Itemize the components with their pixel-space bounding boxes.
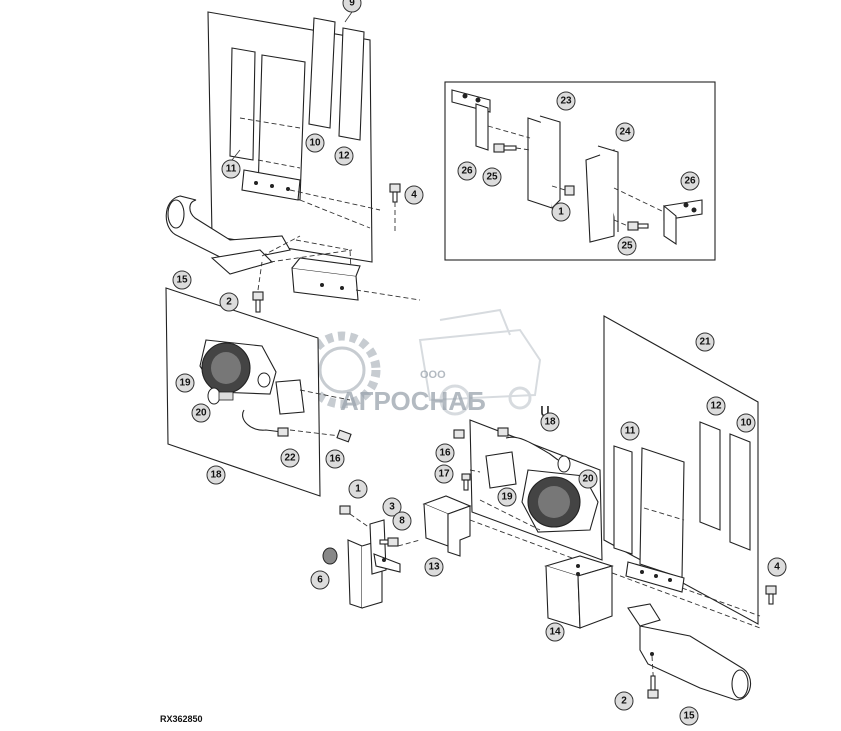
svg-text:19: 19	[179, 378, 191, 389]
svg-text:17: 17	[438, 469, 450, 480]
callout-26: 3	[382, 497, 402, 517]
svg-text:10: 10	[740, 418, 752, 429]
callout-7: 2	[219, 292, 239, 312]
callout-24: 18	[540, 412, 560, 432]
svg-text:2: 2	[226, 297, 232, 308]
callout-3: 10	[305, 133, 325, 153]
callout-1: 9	[342, 0, 362, 23]
callout-21: 17	[434, 464, 454, 484]
svg-text:10: 10	[309, 138, 321, 149]
callout-23: 20	[578, 469, 598, 489]
callout-35: 4	[767, 557, 787, 577]
svg-text:26: 26	[461, 166, 473, 177]
watermark-company-name: АГРОСНАБ	[340, 386, 486, 416]
callout-25: 1	[348, 479, 368, 499]
svg-text:15: 15	[176, 275, 188, 286]
bolt-4-right	[765, 585, 777, 605]
callout-5: 4	[404, 185, 424, 205]
svg-text:11: 11	[226, 164, 237, 175]
callout-20: 16	[435, 443, 455, 463]
callout-18: 18	[206, 465, 226, 485]
callout-9: 25	[482, 167, 502, 187]
svg-text:6: 6	[317, 575, 323, 586]
svg-text:4: 4	[774, 562, 780, 573]
callout-2: 11	[221, 149, 241, 179]
svg-text:19: 19	[501, 492, 513, 503]
svg-text:3: 3	[389, 502, 395, 513]
svg-text:2: 2	[621, 696, 627, 707]
svg-text:8: 8	[399, 516, 405, 527]
svg-text:22: 22	[284, 453, 296, 464]
svg-text:14: 14	[549, 627, 561, 638]
svg-text:20: 20	[582, 474, 594, 485]
svg-text:20: 20	[195, 408, 207, 419]
svg-text:11: 11	[625, 426, 636, 437]
svg-text:4: 4	[411, 190, 417, 201]
callout-30: 14	[545, 622, 565, 642]
callout-36: 2	[614, 691, 634, 711]
svg-text:16: 16	[439, 448, 451, 459]
svg-text:24: 24	[619, 127, 631, 138]
svg-text:16: 16	[329, 454, 341, 465]
watermark-suffix: u	[540, 400, 550, 420]
clip-16-left	[336, 429, 352, 443]
svg-text:26: 26	[684, 176, 696, 187]
callout-13: 25	[617, 236, 637, 256]
decal-panel-top-left	[207, 11, 381, 263]
callout-31: 21	[695, 332, 715, 352]
svg-text:1: 1	[558, 207, 564, 218]
decal-panel-right	[603, 315, 761, 625]
bracket-13	[422, 495, 761, 629]
callout-17: 22	[280, 448, 300, 468]
callout-33: 12	[706, 396, 726, 416]
svg-text:12: 12	[338, 151, 350, 162]
svg-text:23: 23	[560, 96, 572, 107]
callout-8: 26	[457, 161, 477, 181]
callout-15: 19	[175, 373, 195, 393]
callout-10: 23	[556, 91, 576, 111]
watermark-logo	[303, 308, 542, 416]
svg-text:25: 25	[621, 241, 633, 252]
callout-34: 10	[736, 413, 756, 433]
svg-text:12: 12	[710, 401, 722, 412]
callout-4: 12	[334, 146, 354, 166]
bracket-15-top	[165, 195, 353, 291]
svg-text:18: 18	[544, 417, 556, 428]
watermark-prefix: ООО	[420, 369, 446, 381]
bracket-3-stand	[322, 505, 421, 609]
bolt-17	[461, 473, 471, 491]
svg-text:15: 15	[683, 711, 695, 722]
callout-12: 24	[615, 122, 635, 142]
bolt-2-bottom	[647, 675, 659, 699]
callout-29: 13	[424, 557, 444, 577]
callout-32: 11	[620, 421, 640, 441]
svg-text:25: 25	[486, 172, 498, 183]
svg-text:1: 1	[355, 484, 361, 495]
callout-28: 6	[310, 570, 330, 590]
svg-text:13: 13	[428, 562, 440, 573]
svg-text:18: 18	[210, 470, 222, 481]
svg-text:9: 9	[349, 0, 355, 9]
callout-19: 16	[325, 449, 345, 469]
callout-14: 26	[680, 171, 700, 191]
box-14	[544, 555, 614, 629]
lamp-box-center	[453, 419, 603, 561]
callout-27: 8	[392, 511, 412, 531]
callout-11: 1	[551, 202, 571, 222]
lamp-box-left	[165, 287, 351, 497]
callout-6: 15	[172, 270, 192, 290]
callout-22: 19	[497, 487, 517, 507]
callout-16: 20	[191, 403, 211, 423]
drawing-code: RX362850	[160, 714, 203, 724]
bolt-4-top	[389, 183, 401, 232]
callout-37: 15	[679, 706, 699, 726]
bracket-small-top	[291, 257, 421, 301]
svg-text:21: 21	[699, 337, 711, 348]
bracket-15-bottom	[627, 603, 752, 701]
bolt-2-top	[252, 261, 264, 313]
